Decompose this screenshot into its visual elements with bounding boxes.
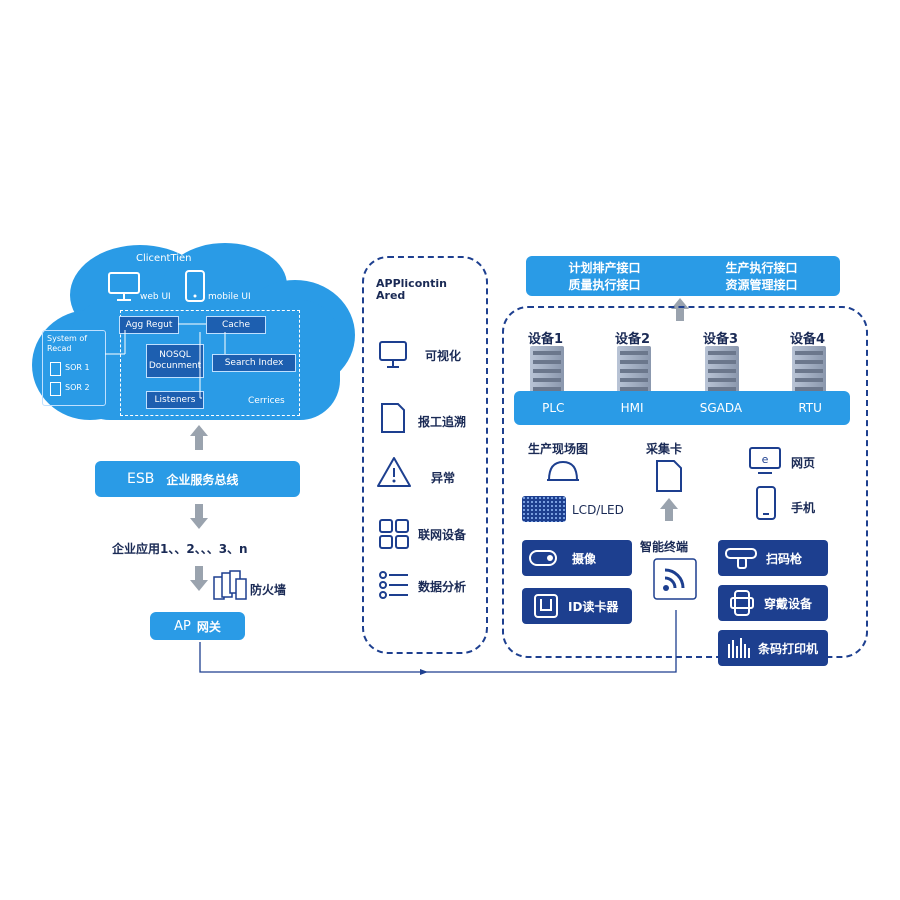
barcode-printer-label: 条码打印机 xyxy=(758,641,819,656)
device-4-server-icon xyxy=(792,346,826,398)
grid-icon xyxy=(379,519,409,549)
agg-regut-box: Agg Regut xyxy=(119,316,179,334)
field-panel xyxy=(502,306,868,658)
services-label: Cerrices xyxy=(248,396,285,406)
device-2-server-icon xyxy=(617,346,651,398)
svg-text:e: e xyxy=(762,453,769,466)
protocol-bar: PLC HMI SGADA RTU xyxy=(514,391,850,425)
client-tier-label: ClicentTien xyxy=(136,253,192,264)
interface-production-exec: 生产执行接口 xyxy=(725,261,798,275)
barcode-printer-box: 条码打印机 xyxy=(718,630,828,666)
phone-label: 手机 xyxy=(791,501,816,515)
app-item-data-analysis: 数据分析 xyxy=(418,580,467,594)
web-ui-monitor-icon xyxy=(108,272,140,301)
apps-down-arrow xyxy=(190,518,208,529)
wearable-icon xyxy=(730,590,754,616)
camera-box: 摄像 xyxy=(522,540,632,576)
web-page-label: 网页 xyxy=(791,456,816,470)
ap-gateway-box: AP 网关 xyxy=(150,612,245,640)
system-of-record-box xyxy=(42,330,106,406)
firewall-down-shaft xyxy=(195,566,203,580)
listeners-box: Listeners xyxy=(146,391,204,409)
site-map-label: 生产现场图 xyxy=(528,442,589,456)
sor1-label: SOR 1 xyxy=(65,363,90,372)
id-reader-label: ID读卡器 xyxy=(568,599,619,614)
device-2-label: 设备2 xyxy=(615,332,651,347)
nosql-box: NOSQL Docunment xyxy=(146,344,204,378)
device-3-label: 设备3 xyxy=(703,332,739,347)
lcd-led-label: LCD/LED xyxy=(572,503,624,517)
system-of-record-label: System of Recad xyxy=(47,334,88,353)
sor2-document-icon xyxy=(50,382,61,396)
warning-icon xyxy=(377,457,411,487)
web-ui-label: web UI xyxy=(140,292,171,302)
scanner-box: 扫码枪 xyxy=(718,540,828,576)
interfaces-box: 计划排产接口 生产执行接口 质量执行接口 资源管理接口 xyxy=(526,256,840,296)
device-1-label: 设备1 xyxy=(528,332,564,347)
esb-prefix: ESB xyxy=(127,471,155,487)
mobile-ui-label: mobile UI xyxy=(208,292,251,302)
esb-up-arrow xyxy=(190,425,208,436)
interfaces-up-arrow xyxy=(671,298,689,309)
interface-scheduling: 计划排产接口 xyxy=(568,261,641,275)
scanner-label: 扫码枪 xyxy=(766,551,803,566)
sor2-label: SOR 2 xyxy=(65,383,90,392)
terminal-up-arrow xyxy=(660,498,678,509)
interface-resource-mgmt: 资源管理接口 xyxy=(725,278,798,292)
esb-bar: ESB 企业服务总线 xyxy=(95,461,300,497)
enterprise-apps-label: 企业应用1、、2、、、3、n xyxy=(112,542,248,556)
capture-card-label: 采集卡 xyxy=(646,442,683,456)
phone-icon xyxy=(756,486,776,520)
camera-label: 摄像 xyxy=(572,551,597,566)
firewall-icon xyxy=(213,570,247,600)
protocol-plc: PLC xyxy=(542,401,565,415)
firewall-down-arrow xyxy=(190,580,208,591)
list-icon xyxy=(379,571,408,599)
wifi-signal-icon xyxy=(653,558,697,600)
id-reader-box: ID读卡器 xyxy=(522,588,632,624)
protocol-hmi: HMI xyxy=(620,401,644,415)
camera-icon xyxy=(529,550,557,566)
app-item-networked-devices: 联网设备 xyxy=(418,528,467,542)
cache-box: Cache xyxy=(206,316,266,334)
led-panel-icon xyxy=(522,496,566,522)
app-item-traceability: 报工追溯 xyxy=(418,415,467,429)
app-item-exception: 异常 xyxy=(431,471,456,485)
apps-down-shaft xyxy=(195,504,203,518)
ap-prefix: AP xyxy=(174,618,191,634)
search-index-box: Search Index xyxy=(212,354,296,372)
barcode-scanner-icon xyxy=(725,548,757,569)
device-3-server-icon xyxy=(705,346,739,398)
sor1-document-icon xyxy=(50,362,61,376)
dome-icon xyxy=(547,460,579,481)
ap-label: 网关 xyxy=(196,619,221,634)
smart-terminal-label: 智能终端 xyxy=(640,540,689,554)
wearable-box: 穿戴设备 xyxy=(718,585,828,621)
wearable-label: 穿戴设备 xyxy=(764,596,813,611)
barcode-icon xyxy=(728,638,750,658)
esb-label: 企业服务总线 xyxy=(166,472,239,487)
applications-title: APPlicontin Ared xyxy=(376,277,447,302)
card-reader-icon xyxy=(534,594,558,618)
firewall-label: 防火墙 xyxy=(250,583,287,597)
device-4-label: 设备4 xyxy=(790,332,826,347)
cloud-connectors xyxy=(105,323,226,399)
device-1-server-icon xyxy=(530,346,564,398)
interfaces-up-shaft xyxy=(676,309,684,321)
terminal-up-shaft xyxy=(665,509,673,521)
services-region xyxy=(120,310,300,416)
capture-card-document-icon xyxy=(656,460,682,492)
monitor-icon xyxy=(379,341,407,368)
applications-panel xyxy=(362,256,488,654)
app-item-visualization: 可视化 xyxy=(425,349,462,363)
interface-quality-exec: 质量执行接口 xyxy=(568,278,641,292)
document-icon xyxy=(381,403,405,433)
protocol-sgada: SGADA xyxy=(699,401,743,415)
web-page-icon: e xyxy=(749,447,781,474)
protocol-rtu: RTU xyxy=(798,401,822,415)
esb-up-shaft xyxy=(195,436,203,450)
mobile-ui-phone-icon xyxy=(185,270,205,302)
